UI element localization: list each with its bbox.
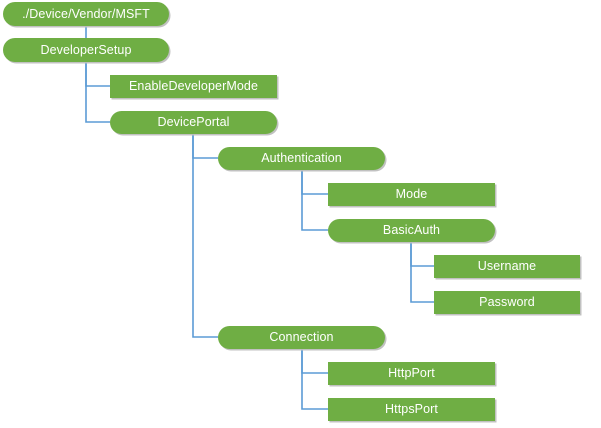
connector-deviceportal-to-connection bbox=[192, 134, 218, 338]
tree-node-label: Mode bbox=[395, 187, 428, 202]
connector-developersetup-to-enabledevelopermode bbox=[85, 62, 110, 87]
connector-developersetup-to-deviceportal bbox=[85, 62, 110, 123]
tree-node-label: Username bbox=[477, 259, 537, 274]
tree-node-label: Authentication bbox=[261, 151, 342, 166]
tree-node-label: ./Device/Vendor/MSFT bbox=[22, 6, 150, 21]
tree-node-mode[interactable]: Mode bbox=[328, 183, 495, 206]
tree-node-root[interactable]: ./Device/Vendor/MSFT bbox=[3, 2, 169, 26]
tree-node-label: Connection bbox=[269, 330, 334, 345]
tree-node-label: BasicAuth bbox=[382, 223, 441, 238]
connector-basicauth-to-password bbox=[410, 242, 434, 303]
tree-node-basicauth[interactable]: BasicAuth bbox=[328, 219, 495, 242]
connector-deviceportal-to-authentication bbox=[192, 134, 218, 159]
tree-node-password[interactable]: Password bbox=[434, 291, 580, 314]
tree-node-label: DevicePortal bbox=[157, 115, 230, 130]
connector-authentication-to-mode bbox=[301, 170, 328, 195]
tree-node-deviceportal[interactable]: DevicePortal bbox=[110, 111, 277, 134]
tree-node-authentication[interactable]: Authentication bbox=[218, 147, 385, 170]
tree-node-label: DeveloperSetup bbox=[40, 42, 132, 57]
connector-authentication-to-basicauth bbox=[301, 170, 328, 231]
tree-node-label: HttpPort bbox=[388, 366, 435, 381]
tree-node-enabledevelopermode[interactable]: EnableDeveloperMode bbox=[110, 75, 277, 98]
connector-basicauth-to-username bbox=[410, 242, 434, 267]
tree-node-developersetup[interactable]: DeveloperSetup bbox=[3, 38, 169, 62]
tree-node-httpport[interactable]: HttpPort bbox=[328, 362, 495, 385]
tree-node-label: HttpsPort bbox=[385, 402, 438, 417]
tree-node-label: Password bbox=[479, 295, 535, 310]
tree-node-httpsport[interactable]: HttpsPort bbox=[328, 398, 495, 421]
tree-node-username[interactable]: Username bbox=[434, 255, 580, 278]
connector-connection-to-httpsport bbox=[301, 349, 328, 410]
tree-node-connection[interactable]: Connection bbox=[218, 326, 385, 349]
tree-node-label: EnableDeveloperMode bbox=[128, 79, 259, 94]
connector-connection-to-httpport bbox=[301, 349, 328, 374]
